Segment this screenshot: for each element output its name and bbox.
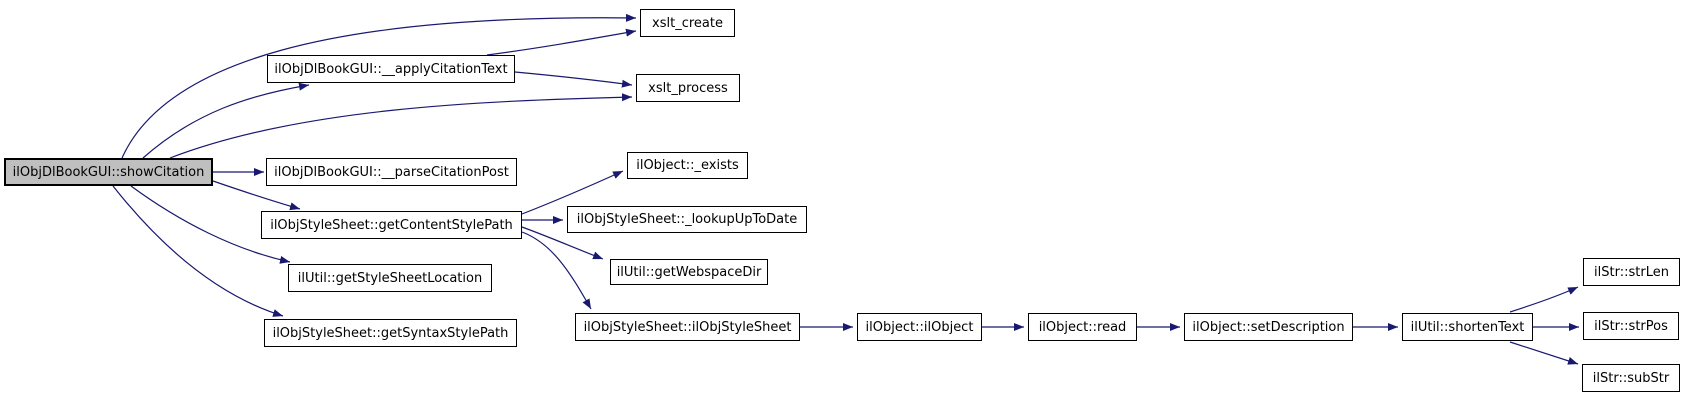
edge-getcontentstylepath-ilobjstylesheet [521, 231, 592, 310]
edge-applycitationtext-xslt-create [486, 28, 637, 56]
node-ilobjstylesheet-ctor[interactable]: ilObjStyleSheet::ilObjStyleSheet [575, 313, 800, 341]
edge-applycitationtext-xslt-process [514, 71, 633, 88]
edge-showcitation-xslt-create [121, 13, 637, 159]
node-strlen[interactable]: ilStr::strLen [1583, 258, 1680, 286]
node-getstylesheetlocation[interactable]: ilUtil::getStyleSheetLocation [288, 264, 492, 292]
node-xslt-create[interactable]: xslt_create [640, 9, 735, 37]
node-applycitationtext[interactable]: ilObjDlBookGUI::__applyCitationText [267, 55, 515, 83]
node-strpos[interactable]: ilStr::strPos [1583, 312, 1679, 340]
node-read[interactable]: ilObject::read [1028, 313, 1137, 341]
node-showcitation: ilObjDlBookGUI::showCitation [4, 158, 213, 186]
node-shortentext[interactable]: ilUtil::shortenText [1402, 313, 1533, 341]
edge-showcitation-getsyntaxstylepath [112, 185, 284, 317]
node-exists[interactable]: ilObject::_exists [627, 152, 748, 179]
node-substr[interactable]: ilStr::subStr [1582, 364, 1680, 392]
edge-showcitation-applycitationtext [142, 82, 310, 159]
edge-showcitation-xslt-process [169, 93, 633, 159]
edge-shortentext-strlen [1509, 286, 1579, 313]
node-lookupuptodate[interactable]: ilObjStyleSheet::_lookupUpToDate [567, 206, 807, 233]
node-setdescription[interactable]: ilObject::setDescription [1184, 313, 1353, 341]
node-xslt-process[interactable]: xslt_process [636, 74, 740, 102]
edge-shortentext-substr [1509, 341, 1579, 365]
node-ilobject-ctor[interactable]: ilObject::ilObject [857, 313, 982, 341]
node-getsyntaxstylepath[interactable]: ilObjStyleSheet::getSyntaxStylePath [264, 319, 517, 347]
node-parsecitationpost[interactable]: ilObjDlBookGUI::__parseCitationPost [266, 158, 517, 186]
node-getwebspacedir[interactable]: ilUtil::getWebspaceDir [610, 259, 768, 285]
node-getcontentstylepath[interactable]: ilObjStyleSheet::getContentStylePath [261, 211, 522, 239]
